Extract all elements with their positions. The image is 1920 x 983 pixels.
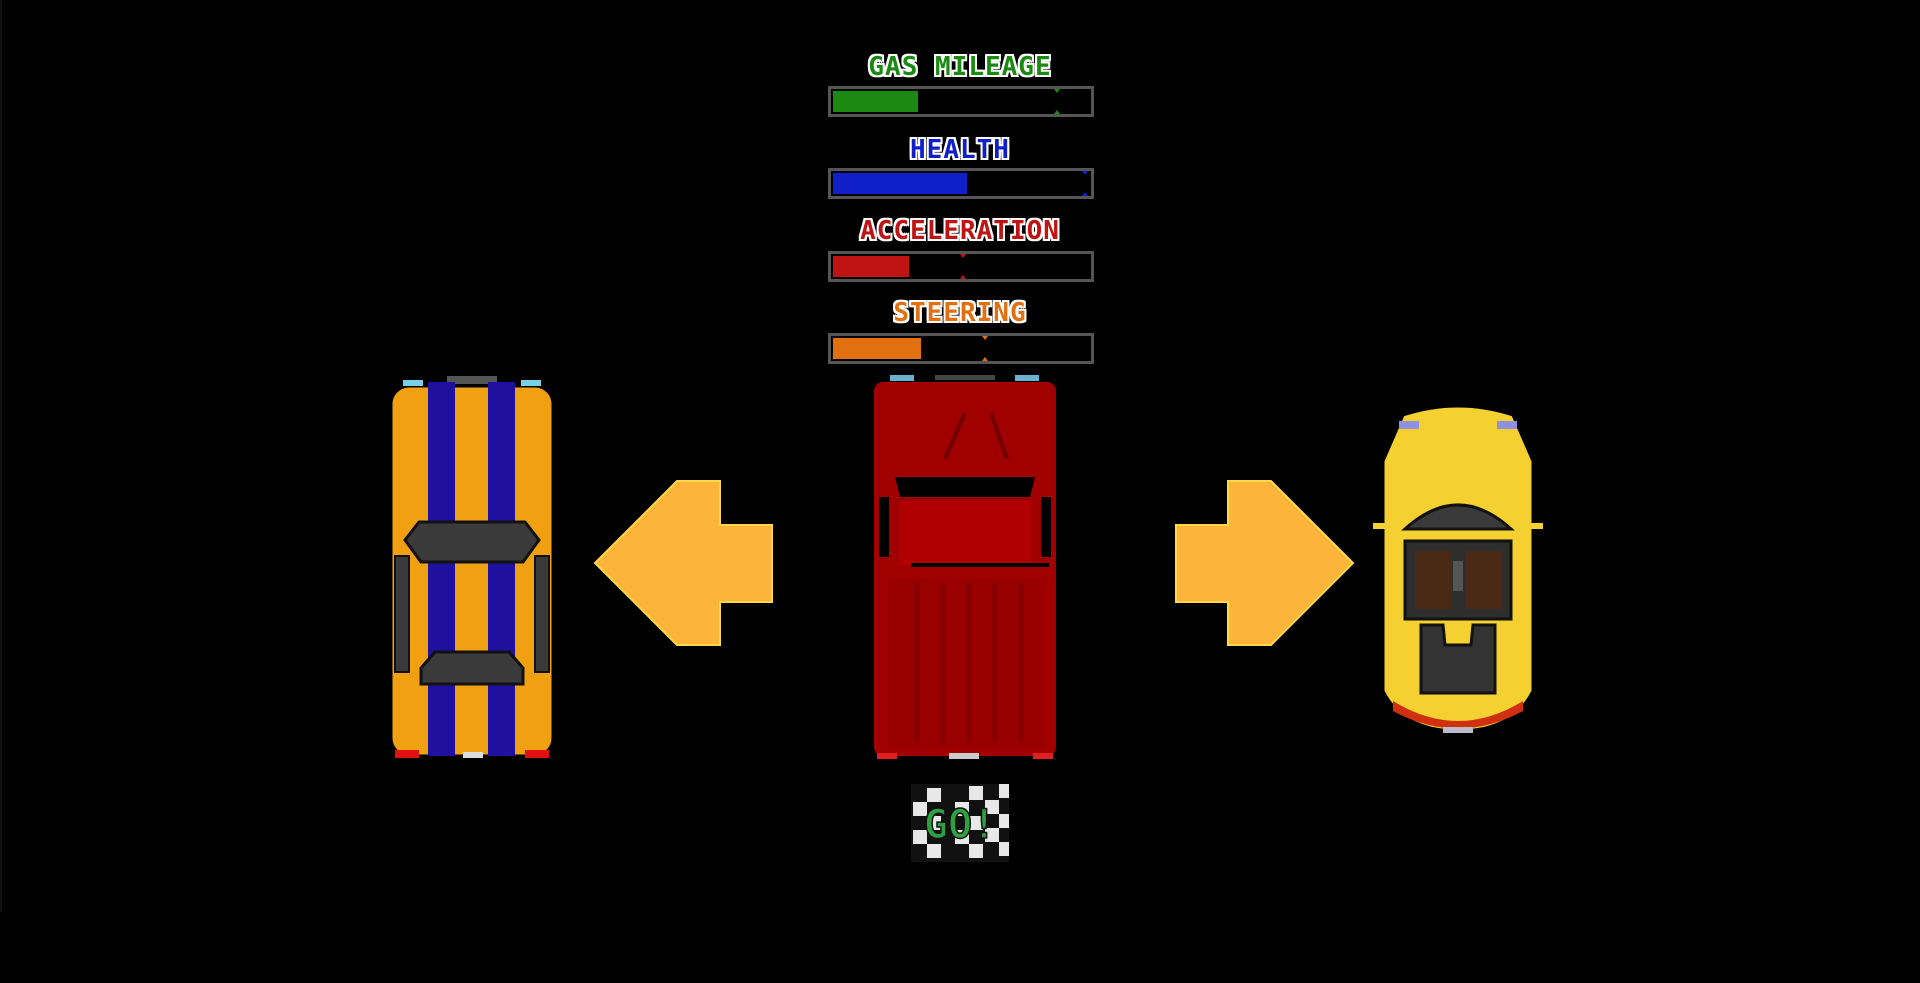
previous-car-arrow-button[interactable] <box>592 478 776 648</box>
gas-mileage-label: GAS MILEAGE <box>868 52 1052 82</box>
selected-car-red-pickup <box>872 375 1058 759</box>
next-car-yellow-roadster[interactable] <box>1373 401 1543 735</box>
next-car-arrow-button[interactable] <box>1172 478 1356 648</box>
go-button[interactable]: GO! <box>907 778 1013 866</box>
gas-mileage-bar <box>828 86 1094 117</box>
steering-fill <box>833 338 921 359</box>
canvas-edge <box>0 0 2 912</box>
gas-mileage-max-marker <box>1054 89 1060 114</box>
health-fill <box>833 173 967 194</box>
health-label: HEALTH <box>910 135 1010 165</box>
steering-bar <box>828 333 1094 364</box>
health-bar <box>828 168 1094 199</box>
game-canvas: GAS MILEAGE HEALTH ACCELERATION STEERING <box>0 0 1543 912</box>
acceleration-bar <box>828 251 1094 282</box>
acceleration-label: ACCELERATION <box>860 216 1060 246</box>
health-max-marker <box>1082 171 1088 196</box>
acceleration-max-marker <box>960 254 966 279</box>
acceleration-fill <box>833 256 909 277</box>
steering-max-marker <box>982 336 988 361</box>
steering-label: STEERING <box>893 298 1027 328</box>
previous-car-orange-muscle[interactable] <box>383 372 561 760</box>
gas-mileage-fill <box>833 91 918 112</box>
go-label: GO! <box>924 802 996 848</box>
